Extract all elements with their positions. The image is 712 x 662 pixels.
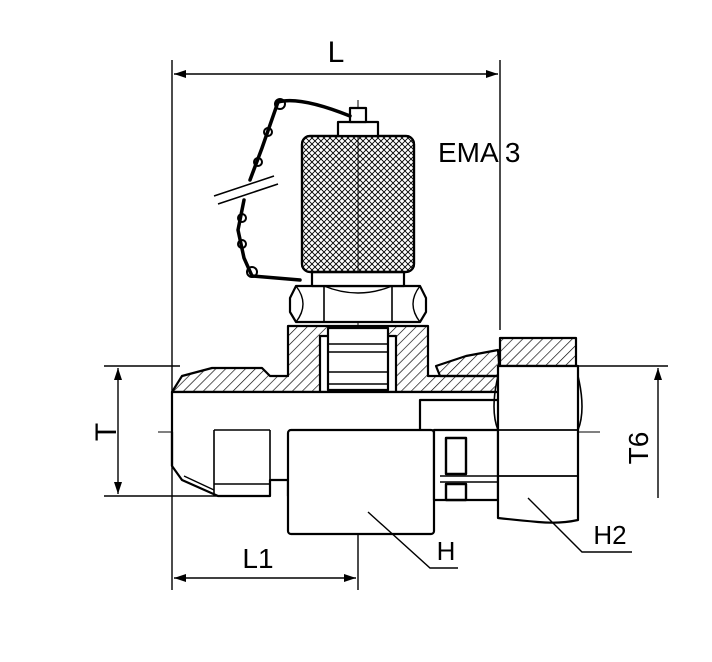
label-t: T xyxy=(90,423,123,441)
swivel-nut-section-hatched xyxy=(498,336,578,368)
label-l: L xyxy=(328,36,345,69)
inner-stem xyxy=(326,326,390,392)
body-hex-h xyxy=(286,428,436,536)
test-point-assembly xyxy=(288,106,428,324)
label-model: EMA 3 xyxy=(438,137,520,168)
label-t6: T6 xyxy=(623,432,654,465)
upper-hex-nut xyxy=(288,284,428,324)
swivel-nut-h2 xyxy=(496,364,580,524)
knurled-cap xyxy=(300,134,416,274)
cap-eye xyxy=(348,106,368,124)
chain-break-symbol xyxy=(213,175,279,205)
cap-chain xyxy=(236,98,352,282)
right-slot-upper xyxy=(444,436,468,476)
label-h: H xyxy=(437,536,456,566)
dimension-lines xyxy=(104,60,668,590)
cap-top xyxy=(336,120,380,138)
cap-neck xyxy=(310,270,406,288)
fitting-body xyxy=(170,324,583,536)
swivel-cone-hatched xyxy=(434,348,502,378)
label-h2: H2 xyxy=(593,520,626,550)
right-slot-lower xyxy=(444,482,468,502)
label-l1: L1 xyxy=(242,543,273,574)
h2-leader xyxy=(527,497,632,553)
leader-lines xyxy=(367,497,632,569)
h-leader xyxy=(367,511,458,569)
